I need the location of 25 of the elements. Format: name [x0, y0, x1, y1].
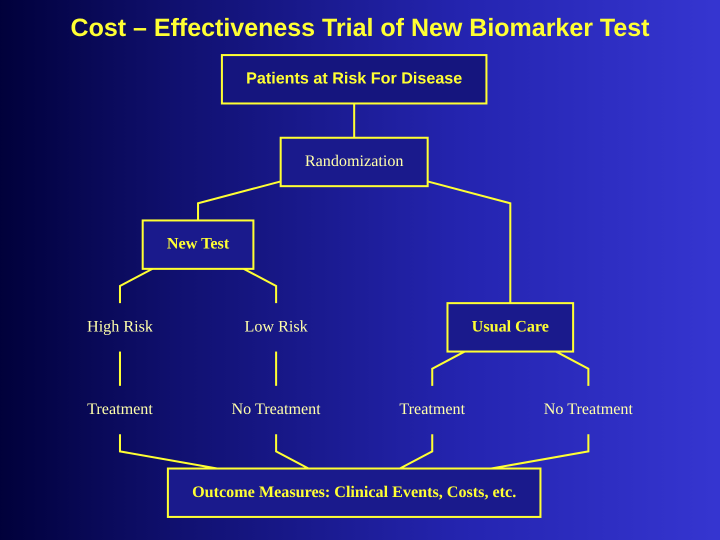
node-box: Usual Care [446, 302, 574, 353]
connector [243, 268, 278, 304]
node-box: New Test [142, 219, 254, 270]
connector [197, 180, 281, 220]
node-box: Randomization [280, 136, 429, 188]
node-text: Treatment [87, 400, 153, 418]
node-box: Patients at Risk For Disease [220, 54, 488, 104]
connector [275, 434, 309, 470]
node-text: No Treatment [544, 400, 633, 418]
node-box: Outcome Measures: Clinical Events, Costs, etc. [166, 468, 542, 518]
node-text: High Risk [87, 318, 153, 336]
connector [118, 352, 121, 386]
connector [353, 103, 356, 138]
connector [118, 434, 218, 470]
connector [491, 434, 590, 470]
title: Cost – Effectiveness Trial of New Biomarker Test [70, 13, 650, 44]
node-text: Treatment [399, 400, 466, 418]
connector [427, 180, 512, 304]
connector [399, 434, 434, 470]
node-text: No Treatment [232, 400, 321, 418]
node-text: Low Risk [244, 318, 308, 336]
connector [431, 350, 466, 386]
connector [556, 350, 590, 386]
connector [275, 352, 278, 386]
connector [118, 268, 153, 304]
